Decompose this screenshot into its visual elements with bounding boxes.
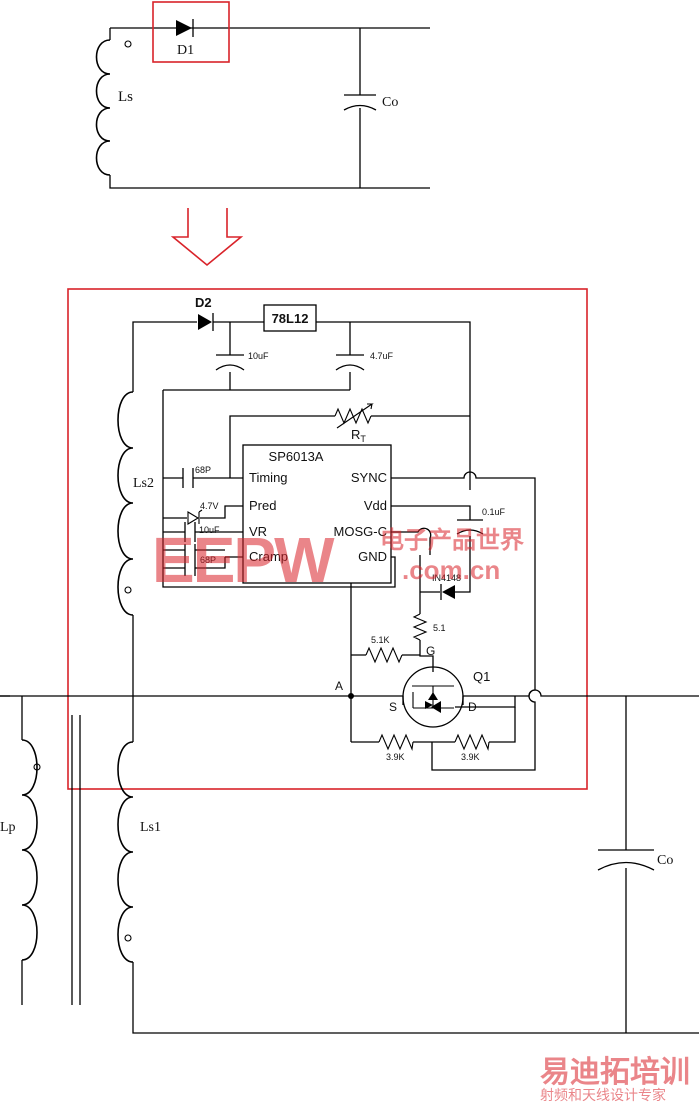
cap-4p7uf-label: 4.7uF xyxy=(370,351,394,361)
cap-10uf-symbol xyxy=(215,354,245,371)
top-rectifier-circuit: Ls D1 Co xyxy=(95,1,430,189)
ic-sp6013a xyxy=(242,444,392,584)
resistor-5p1-symbol xyxy=(412,613,428,641)
winding-ls2-label: Ls2 xyxy=(133,476,154,491)
resistor-5p1-label: 5.1 xyxy=(433,623,446,633)
resistor-5p1k-label: 5.1K xyxy=(371,635,390,645)
inductor-ls-label: Ls xyxy=(118,89,133,105)
cap-10uf-label: 10uF xyxy=(248,351,269,361)
watermark-logo-text: EEPW xyxy=(152,524,335,596)
secondary-ls1-label: Ls1 xyxy=(140,820,161,835)
resistor-5p1k-symbol xyxy=(365,646,403,664)
transformer-output: Lp Ls1 Co xyxy=(0,695,699,1034)
secondary-ls1-coil xyxy=(117,741,134,963)
resistor-3p9k-left-symbol xyxy=(378,733,414,752)
watermark-tagline-text: 射频和天线设计专家 xyxy=(540,1087,666,1104)
resistor-3p9k-right-symbol xyxy=(454,733,490,752)
capacitor-co-top-symbol xyxy=(343,94,377,111)
winding-ls2-coil xyxy=(117,391,134,616)
ic-sp6013a-label: SP6013A xyxy=(269,449,324,464)
cap-68p-cramp-label: 68P xyxy=(200,555,216,565)
sync-rectifier-box xyxy=(67,288,588,790)
capacitor-co-top-label: Co xyxy=(382,95,398,110)
diode-d1-label: D1 xyxy=(177,43,194,58)
ic-pin-vr: VR xyxy=(249,524,267,539)
ic-pin-vdd: Vdd xyxy=(364,498,387,513)
cap-10uf-vr-label: 10uF xyxy=(199,525,220,535)
watermark-brand: 易迪拓培训 射频和天线设计专家 xyxy=(540,1055,690,1104)
regulator-78l12-label: 78L12 xyxy=(272,311,309,326)
transformer-core xyxy=(71,715,81,1005)
thermistor-rt-label: RT xyxy=(351,427,366,444)
watermark-domain-text: .com.cn xyxy=(402,555,500,585)
cap-0p1uf-label: 0.1uF xyxy=(482,507,506,517)
cap-68p-timing xyxy=(182,468,194,488)
sync-rectifier-circuit: Ls2 D2 78L12 10uF 4.7uF RT SP6013A Timin… xyxy=(0,295,699,771)
node-a-label: A xyxy=(335,679,343,693)
ic-pin-pred: Pred xyxy=(249,498,276,513)
watermark-brand-text: 易迪拓培训 xyxy=(540,1055,690,1090)
ic-pin-cramp: Cramp xyxy=(249,549,288,564)
inductor-ls-coil xyxy=(95,39,111,176)
diode-d2-symbol xyxy=(198,314,212,330)
watermark-eepw: 电子产品世界 EEPW .com.cn xyxy=(152,524,524,596)
zener-label: 4.7V xyxy=(200,501,219,511)
cap-4p7uf-symbol xyxy=(335,354,365,371)
resistor-3p9k-left-label: 3.9K xyxy=(386,752,405,762)
gate-g-label: G xyxy=(426,644,435,658)
polarity-dot xyxy=(124,40,132,48)
resistor-3p9k-right-label: 3.9K xyxy=(461,752,480,762)
ic-pin-gnd: GND xyxy=(358,549,387,564)
zener-4p7v-symbol xyxy=(187,509,203,525)
diode-d2-label: D2 xyxy=(195,295,212,310)
ic-pin-sync: SYNC xyxy=(351,470,387,485)
regulator-78l12 xyxy=(263,304,317,332)
ic-pin-timing: Timing xyxy=(249,470,288,485)
source-s-label: S xyxy=(389,700,397,714)
watermark-cn-text: 电子产品世界 xyxy=(380,525,524,554)
thermistor-rt-symbol xyxy=(334,403,374,429)
diode-in4148-label: IN4148 xyxy=(432,573,461,583)
d1-highlight-box xyxy=(152,1,230,63)
diode-in4148-symbol xyxy=(442,585,455,599)
cap-68p-cramp xyxy=(184,544,196,576)
cap-0p1uf-symbol xyxy=(456,519,484,535)
primary-lp-coil xyxy=(21,739,38,961)
output-cap-co-symbol xyxy=(597,849,655,871)
diode-d1-symbol xyxy=(176,20,192,36)
ic-pin-mosg-c: MOSG-C xyxy=(334,524,387,539)
cap-10uf-vr xyxy=(184,522,196,542)
cap-68p-timing-label: 68P xyxy=(195,465,211,475)
down-arrow-icon xyxy=(170,208,244,267)
mosfet-q1-label: Q1 xyxy=(473,669,490,684)
output-cap-co-label: Co xyxy=(657,853,673,868)
primary-lp-label: Lp xyxy=(0,820,16,835)
